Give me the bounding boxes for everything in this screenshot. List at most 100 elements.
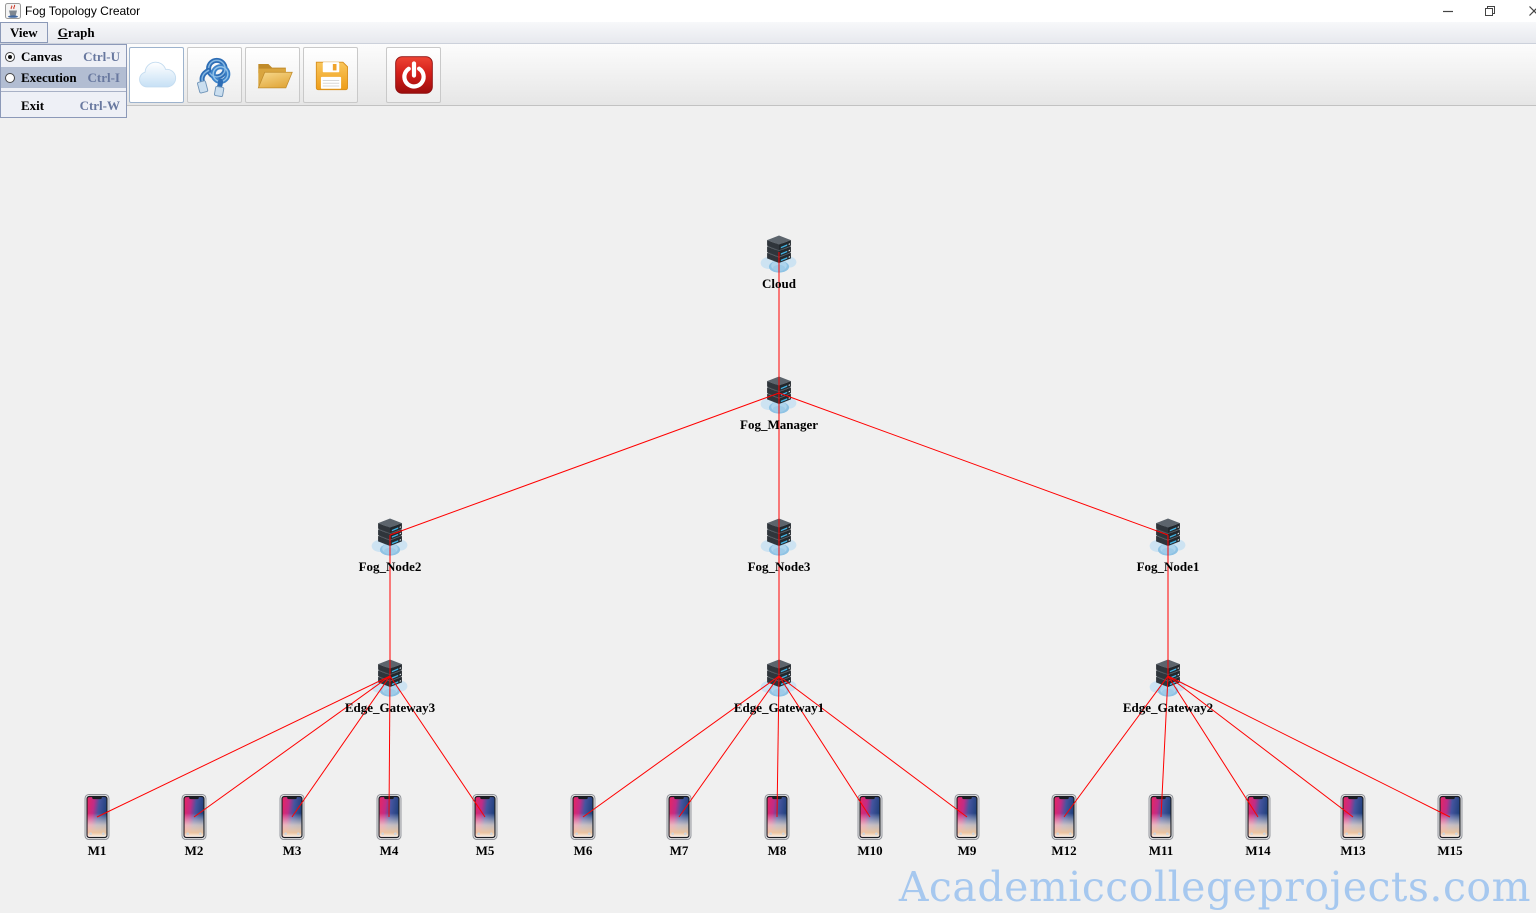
toolbar-separator bbox=[361, 47, 383, 103]
menu-bar: View Graph bbox=[0, 22, 1536, 44]
node-M13[interactable] bbox=[1340, 794, 1366, 840]
power-button[interactable] bbox=[386, 46, 441, 103]
restore-button[interactable] bbox=[1473, 0, 1507, 22]
open-button[interactable] bbox=[245, 46, 300, 103]
radio-icon bbox=[5, 51, 15, 62]
watermark: Academiccollegeprojects.com bbox=[898, 863, 1531, 911]
node-label-M3: M3 bbox=[282, 843, 302, 858]
server-cloud-icon bbox=[1146, 654, 1190, 698]
node-label-M1: M1 bbox=[87, 843, 107, 858]
node-Edge_Gateway1[interactable] bbox=[757, 654, 801, 698]
mobile-device-icon bbox=[279, 794, 305, 840]
node-label-M7: M7 bbox=[669, 843, 689, 858]
menu-shortcut: Ctrl-I bbox=[87, 69, 121, 85]
mobile-device-icon bbox=[954, 794, 980, 840]
menu-shortcut: Ctrl-U bbox=[83, 48, 120, 64]
edge-Edge_Gateway3-M1 bbox=[96, 675, 391, 818]
node-M4[interactable] bbox=[376, 794, 402, 840]
server-cloud-icon bbox=[757, 230, 801, 274]
node-label-M13: M13 bbox=[1340, 843, 1366, 858]
mobile-device-icon bbox=[857, 794, 883, 840]
node-Edge_Gateway2[interactable] bbox=[1146, 654, 1190, 698]
menu-item-label: Execution bbox=[21, 69, 77, 85]
node-label-M12: M12 bbox=[1051, 843, 1077, 858]
node-Cloud[interactable] bbox=[757, 230, 801, 274]
node-M3[interactable] bbox=[279, 794, 305, 840]
node-M14[interactable] bbox=[1245, 794, 1271, 840]
node-M7[interactable] bbox=[666, 794, 692, 840]
mobile-device-icon bbox=[1245, 794, 1271, 840]
minimize-icon bbox=[1443, 10, 1453, 13]
edge-Edge_Gateway2-M15 bbox=[1167, 675, 1451, 818]
node-label-Fog_Node2: Fog_Node2 bbox=[358, 559, 422, 574]
power-icon bbox=[392, 53, 436, 97]
node-label-M11: M11 bbox=[1148, 843, 1174, 858]
mobile-device-icon bbox=[1437, 794, 1463, 840]
node-M15[interactable] bbox=[1437, 794, 1463, 840]
server-cloud-icon bbox=[757, 371, 801, 415]
save-button[interactable] bbox=[303, 46, 358, 103]
node-M6[interactable] bbox=[570, 794, 596, 840]
topology-edges bbox=[96, 252, 1451, 818]
node-label-M6: M6 bbox=[573, 843, 593, 858]
mobile-device-icon bbox=[472, 794, 498, 840]
mobile-device-icon bbox=[666, 794, 692, 840]
node-Fog_Node3[interactable] bbox=[757, 513, 801, 557]
menu-separator bbox=[1, 91, 126, 92]
mobile-device-icon bbox=[1148, 794, 1174, 840]
server-cloud-icon bbox=[757, 513, 801, 557]
mobile-device-icon bbox=[1051, 794, 1077, 840]
toolbar bbox=[0, 44, 1536, 106]
ethernet-cable-icon bbox=[193, 53, 237, 97]
node-Fog_Node1[interactable] bbox=[1146, 513, 1190, 557]
node-Edge_Gateway3[interactable] bbox=[368, 654, 412, 698]
menu-graph[interactable]: Graph bbox=[57, 25, 95, 40]
node-M11[interactable] bbox=[1148, 794, 1174, 840]
node-Fog_Manager[interactable] bbox=[757, 371, 801, 415]
restore-icon bbox=[1485, 6, 1495, 16]
menu-item-label: Canvas bbox=[21, 48, 63, 64]
node-M5[interactable] bbox=[472, 794, 498, 840]
node-label-M15: M15 bbox=[1437, 843, 1463, 858]
server-cloud-icon bbox=[757, 654, 801, 698]
save-floppy-icon bbox=[309, 53, 353, 97]
edge-Fog_Manager-Fog_Node1 bbox=[778, 392, 1169, 536]
mobile-device-icon bbox=[376, 794, 402, 840]
server-cloud-icon bbox=[368, 513, 412, 557]
node-label-M5: M5 bbox=[475, 843, 495, 858]
mobile-device-icon bbox=[84, 794, 110, 840]
node-M8[interactable] bbox=[764, 794, 790, 840]
node-M12[interactable] bbox=[1051, 794, 1077, 840]
server-cloud-icon bbox=[368, 654, 412, 698]
menu-item-execution[interactable]: Execution Ctrl-I bbox=[1, 67, 126, 88]
cloud-icon bbox=[135, 53, 179, 97]
connect-button[interactable] bbox=[187, 46, 242, 103]
mobile-device-icon bbox=[1340, 794, 1366, 840]
node-label-M10: M10 bbox=[857, 843, 883, 858]
minimize-button[interactable] bbox=[1431, 0, 1465, 22]
title-bar: Fog Topology Creator bbox=[0, 0, 1536, 22]
close-button[interactable] bbox=[1517, 0, 1536, 22]
menu-shortcut: Ctrl-W bbox=[79, 97, 120, 113]
cloud-button[interactable] bbox=[129, 46, 184, 103]
node-label-Edge_Gateway2: Edge_Gateway2 bbox=[1122, 700, 1214, 715]
open-folder-icon bbox=[251, 53, 295, 97]
menu-view[interactable]: View bbox=[0, 22, 48, 43]
mobile-device-icon bbox=[764, 794, 790, 840]
window-title: Fog Topology Creator bbox=[25, 4, 141, 18]
node-M9[interactable] bbox=[954, 794, 980, 840]
node-Fog_Node2[interactable] bbox=[368, 513, 412, 557]
node-M10[interactable] bbox=[857, 794, 883, 840]
node-label-M2: M2 bbox=[184, 843, 204, 858]
radio-icon bbox=[5, 72, 15, 83]
node-label-Edge_Gateway1: Edge_Gateway1 bbox=[733, 700, 825, 715]
node-label-Fog_Node1: Fog_Node1 bbox=[1136, 559, 1200, 574]
menu-item-canvas[interactable]: Canvas Ctrl-U bbox=[1, 46, 126, 67]
close-icon bbox=[1529, 6, 1536, 16]
node-label-M4: M4 bbox=[379, 843, 399, 858]
node-M1[interactable] bbox=[84, 794, 110, 840]
node-M2[interactable] bbox=[181, 794, 207, 840]
